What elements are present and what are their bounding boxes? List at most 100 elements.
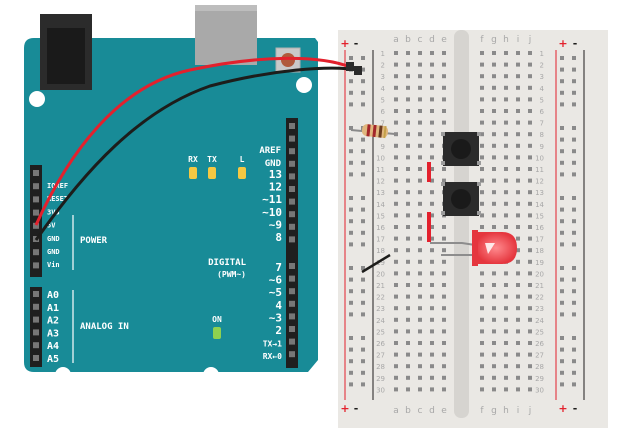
push-button[interactable] xyxy=(441,182,481,216)
rail-hole xyxy=(349,277,353,282)
breadboard-hole xyxy=(394,201,398,206)
breadboard-hole xyxy=(430,213,434,218)
breadboard-hole xyxy=(528,62,532,67)
breadboard-hole xyxy=(480,178,484,183)
rail-hole xyxy=(572,207,576,212)
breadboard-hole xyxy=(516,97,520,102)
column-label: e xyxy=(441,406,447,416)
breadboard-hole xyxy=(430,143,434,148)
row-label: 7 xyxy=(381,120,385,128)
column-label: h xyxy=(503,35,509,45)
breadboard-hole xyxy=(430,271,434,276)
breadboard-hole xyxy=(516,120,520,125)
breadboard-hole xyxy=(492,85,496,90)
breadboard-hole xyxy=(394,306,398,311)
column-label: j xyxy=(528,406,532,416)
column-label: d xyxy=(429,35,435,45)
breadboard-hole xyxy=(480,155,484,160)
header-pin xyxy=(289,263,295,269)
digital-pin-label: 7 xyxy=(275,261,282,274)
rail-hole xyxy=(349,56,353,60)
breadboard-hole xyxy=(406,341,410,345)
push-button[interactable] xyxy=(441,132,481,166)
rail-plus-label: + xyxy=(340,37,349,50)
row-label: 6 xyxy=(381,108,386,116)
rail-hole xyxy=(361,266,365,270)
breadboard-hole xyxy=(394,294,398,299)
breadboard-hole xyxy=(430,259,434,264)
rail-hole xyxy=(349,196,353,200)
rail-hole xyxy=(560,312,564,317)
row-label: 30 xyxy=(535,386,544,394)
column-label: i xyxy=(517,35,520,45)
breadboard-hole xyxy=(492,341,496,345)
row-label: 26 xyxy=(535,340,544,348)
breadboard-hole xyxy=(528,294,532,299)
breadboard-hole xyxy=(480,51,484,55)
breadboard-hole xyxy=(480,201,484,206)
column-label: g xyxy=(491,35,497,45)
rail-hole xyxy=(349,172,353,177)
breadboard-hole xyxy=(504,201,508,206)
breadboard-hole xyxy=(442,167,446,171)
breadboard-hole xyxy=(480,85,484,90)
breadboard-hole xyxy=(442,225,446,229)
breadboard-hole xyxy=(406,143,410,148)
rail-hole xyxy=(361,79,365,84)
breadboard-hole xyxy=(430,329,434,334)
on-led xyxy=(213,327,221,339)
row-label: 3 xyxy=(381,73,385,81)
breadboard-hole xyxy=(492,190,496,195)
rail-hole xyxy=(349,102,353,107)
header-pin xyxy=(289,326,295,332)
rail-hole xyxy=(560,266,564,270)
breadboard-hole xyxy=(442,375,446,380)
header-pin xyxy=(289,135,295,142)
row-label: 23 xyxy=(535,305,544,313)
breadboard-hole xyxy=(492,167,496,171)
rail-hole xyxy=(560,277,564,282)
breadboard-hole xyxy=(492,143,496,148)
breadboard-hole xyxy=(516,132,520,137)
breadboard-hole xyxy=(516,375,520,380)
row-label: 29 xyxy=(376,375,385,383)
column-label: c xyxy=(418,406,423,416)
rail-hole xyxy=(572,242,576,247)
row-label: 17 xyxy=(376,236,385,244)
breadboard-hole xyxy=(504,213,508,218)
breadboard-hole xyxy=(406,201,410,206)
row-label: 2 xyxy=(540,62,544,70)
breadboard-hole xyxy=(430,167,434,171)
gnd-label: GND xyxy=(265,159,282,169)
breadboard-hole xyxy=(480,190,484,195)
row-label: 24 xyxy=(535,317,544,325)
breadboard-hole xyxy=(528,317,532,322)
breadboard-hole xyxy=(504,167,508,171)
breadboard-hole xyxy=(394,167,398,171)
breadboard-hole xyxy=(430,155,434,160)
breadboard-hole xyxy=(528,248,532,253)
breadboard-hole xyxy=(394,97,398,102)
rail-hole xyxy=(560,300,564,305)
column-label: f xyxy=(480,406,484,416)
breadboard-hole xyxy=(504,178,508,183)
breadboard-hole xyxy=(528,236,532,241)
breadboard-hole xyxy=(516,225,520,229)
breadboard-hole xyxy=(492,201,496,206)
mounting-hole xyxy=(203,367,219,383)
rail-hole xyxy=(349,370,353,375)
breadboard-hole xyxy=(442,341,446,345)
column-label: a xyxy=(393,406,399,416)
jumper-wire-red xyxy=(427,162,431,182)
power-pin-label: RESET xyxy=(47,195,68,203)
rail-hole xyxy=(560,336,564,340)
row-label: 3 xyxy=(540,73,544,81)
rail-hole xyxy=(560,137,564,142)
rail-hole xyxy=(361,219,365,224)
breadboard-hole xyxy=(418,213,422,218)
row-label: 12 xyxy=(535,178,544,186)
breadboard-hole xyxy=(418,120,422,125)
breadboard-hole xyxy=(516,62,520,67)
rail-hole xyxy=(361,382,365,387)
